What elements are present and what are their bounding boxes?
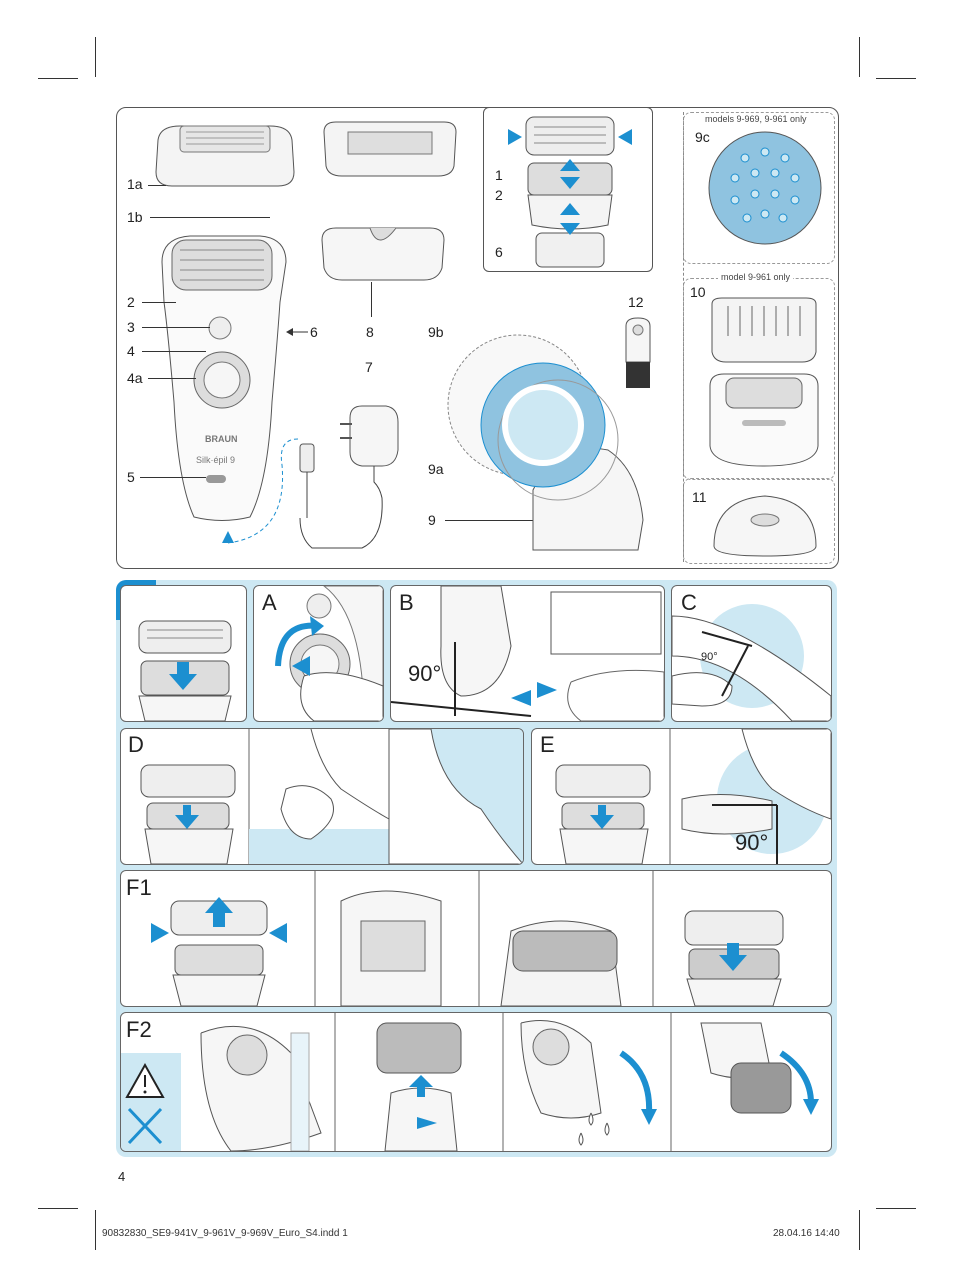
- box-9c: [683, 112, 835, 264]
- step-cell-C: [671, 585, 832, 722]
- label-1a: 1a: [127, 176, 143, 192]
- model-note: model 9-961 only: [718, 272, 794, 282]
- label-2: 2: [127, 294, 135, 310]
- label-4a: 4a: [127, 370, 143, 386]
- label-5: 5: [127, 469, 135, 485]
- leader-1b: [150, 217, 270, 218]
- step-cell-insert-head: [120, 585, 247, 722]
- label-7: 7: [365, 359, 373, 375]
- device-brand: BRAUN: [205, 434, 238, 444]
- label-11: 11: [692, 489, 707, 505]
- label-6: 6: [310, 324, 318, 340]
- leader-5: [140, 477, 206, 478]
- crop-mark: [38, 1208, 78, 1209]
- label-1b: 1b: [127, 209, 143, 225]
- step-label-A: A: [262, 590, 277, 615]
- leader-3: [142, 327, 210, 328]
- step-label-D: D: [128, 732, 144, 757]
- box-11: [683, 478, 835, 564]
- label-12: 12: [628, 294, 644, 310]
- step-cell-E: [531, 728, 832, 865]
- assembly-illustration: [500, 115, 640, 270]
- label-assembly-2: 2: [495, 187, 503, 203]
- step-label-F1: F1: [126, 875, 152, 900]
- charging-path-arrow: [218, 435, 308, 555]
- step-cell-F2: [120, 1012, 832, 1152]
- charger-7: [292, 378, 422, 563]
- angle-B: 90°: [408, 661, 442, 686]
- step-label-C: C: [681, 590, 697, 615]
- crop-mark: [876, 1208, 916, 1209]
- label-8: 8: [366, 324, 374, 340]
- footer-date: 28.04.16 14:40: [773, 1228, 840, 1239]
- footer-file: 90832830_SE9-941V_9-961V_9-969V_Euro_S4.…: [102, 1228, 348, 1239]
- crop-mark: [859, 1210, 860, 1250]
- massage-pads-9: [438, 330, 653, 555]
- label-9a: 9a: [428, 461, 444, 477]
- step-cell-B: [390, 585, 665, 722]
- step-cell-D: [120, 728, 524, 865]
- device-model: Silk·épil 9: [196, 455, 236, 465]
- label-9b: 9b: [428, 324, 444, 340]
- crop-mark: [876, 78, 916, 79]
- leader-8: [371, 282, 372, 317]
- cleaning-brush-12: [618, 316, 658, 392]
- leader-9: [445, 520, 533, 521]
- arrow-6: [286, 325, 308, 339]
- label-assembly-1: 1: [495, 167, 503, 183]
- label-assembly-6: 6: [495, 244, 503, 260]
- label-9c: 9c: [695, 129, 710, 145]
- angle-E: 90°: [735, 830, 769, 855]
- crop-mark: [859, 37, 860, 77]
- massage-pad-9c: [705, 128, 825, 248]
- step-cell-A: [253, 585, 384, 722]
- angle-C: 90°: [701, 651, 718, 663]
- shaver-cap-8: [318, 222, 448, 284]
- label-4: 4: [127, 343, 135, 359]
- crop-mark: [95, 1210, 96, 1250]
- crop-mark: [38, 78, 78, 79]
- epilator-device: [150, 232, 295, 527]
- leader-4a: [148, 378, 196, 379]
- label-9: 9: [428, 512, 436, 528]
- efficiency-cap-1b: [320, 118, 460, 180]
- leader-4: [142, 351, 206, 352]
- charging-stand-11: [710, 490, 820, 560]
- page-number: 4: [118, 1169, 126, 1184]
- epilation-cap-1a: [150, 120, 300, 192]
- models-note: models 9-969, 9-961 only: [702, 114, 810, 124]
- step-cell-F1: [120, 870, 832, 1007]
- step-label-E: E: [540, 732, 555, 757]
- crop-mark: [95, 37, 96, 77]
- step-label-B: B: [399, 590, 414, 615]
- leader-1a: [148, 185, 166, 186]
- label-10: 10: [690, 284, 706, 300]
- leader-2: [142, 302, 176, 303]
- step-label-F2: F2: [126, 1017, 152, 1042]
- label-3: 3: [127, 319, 135, 335]
- shaver-head-10: [706, 296, 822, 470]
